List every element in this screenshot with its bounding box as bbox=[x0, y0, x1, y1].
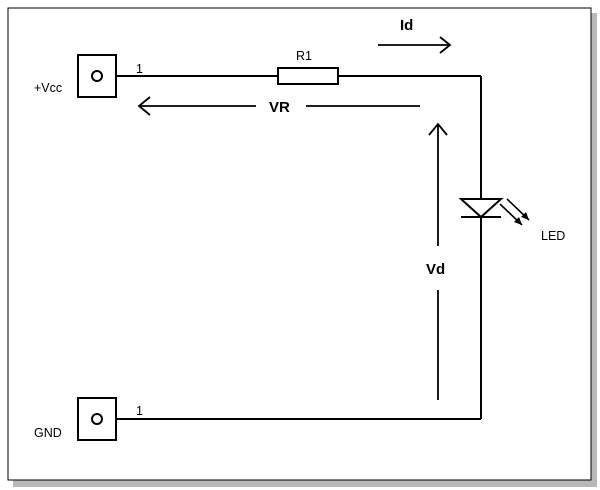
led-emission-arrowhead-2 bbox=[521, 212, 529, 220]
led-label: LED bbox=[541, 229, 565, 243]
gnd-pin-number: 1 bbox=[136, 404, 143, 418]
diode-voltage-arrow bbox=[428, 122, 448, 400]
led-symbol bbox=[458, 198, 530, 226]
resistor-r1-body bbox=[277, 67, 339, 85]
led-triangle bbox=[458, 198, 504, 219]
vcc-pin-number: 1 bbox=[136, 62, 143, 76]
current-label: Id bbox=[400, 17, 413, 34]
vd-arrow-head bbox=[428, 122, 448, 136]
vcc-terminal-pin-circle bbox=[91, 70, 103, 82]
vcc-terminal bbox=[77, 54, 117, 98]
resistor-voltage-label: VR bbox=[269, 99, 290, 116]
gnd-label: GND bbox=[34, 426, 62, 440]
vcc-label: +Vcc bbox=[34, 81, 62, 95]
resistor-voltage-arrow bbox=[137, 96, 420, 116]
gnd-terminal-pin-circle bbox=[91, 413, 103, 425]
gnd-terminal bbox=[77, 397, 117, 441]
resistor-r1-label: R1 bbox=[296, 49, 312, 63]
vr-arrow-head bbox=[137, 96, 151, 116]
current-arrow-head bbox=[439, 36, 452, 54]
led-emission-arrowhead-1 bbox=[514, 217, 522, 225]
diode-voltage-label: Vd bbox=[426, 261, 445, 278]
current-arrow bbox=[378, 36, 452, 54]
